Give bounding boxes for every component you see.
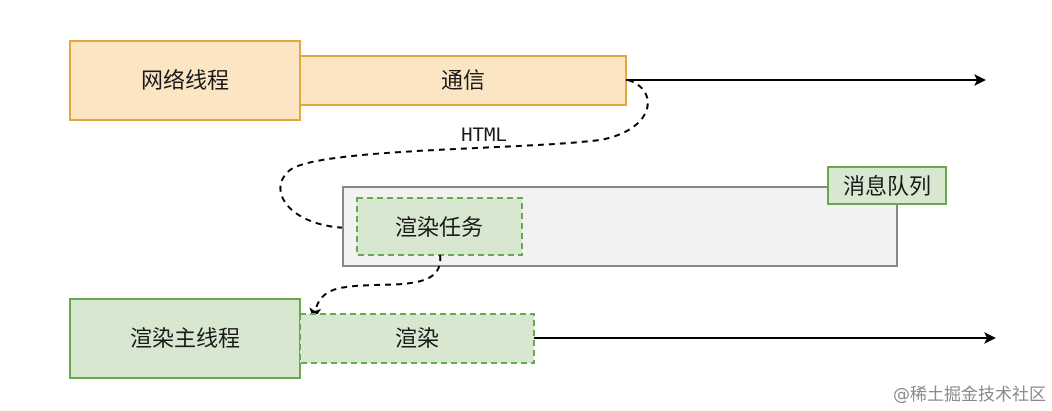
render-task-flow-arrow [309,254,442,320]
html-flow-arrow [279,79,649,234]
render-label: 渲染 [395,327,439,352]
render-main-thread-label: 渲染主线程 [130,327,240,352]
watermark-text: @稀土掘金技术社区 [893,385,1046,405]
message-queue-label: 消息队列 [843,175,931,200]
communication-box [299,55,627,106]
render-main-thread-box [69,298,301,379]
network-thread-label: 网络线程 [141,69,229,94]
render-box [299,313,535,364]
message-queue-tag [827,166,947,205]
communication-label: 通信 [441,69,485,94]
network-thread-box [69,40,301,121]
html-label: HTML [461,124,507,146]
render-task-box [356,197,523,256]
render-task-label: 渲染任务 [395,216,483,241]
